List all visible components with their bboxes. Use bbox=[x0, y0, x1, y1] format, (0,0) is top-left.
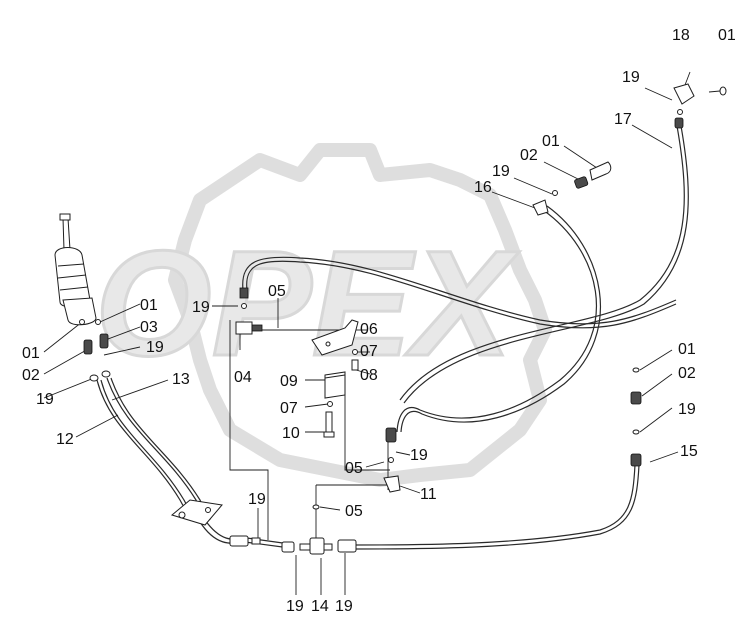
callout-19-mid: 19 bbox=[410, 447, 428, 464]
callout-19-bottom-left: 19 bbox=[248, 491, 266, 508]
callout-01-top: 01 bbox=[718, 27, 736, 44]
bolt-08 bbox=[351, 349, 359, 371]
hose-upper-loop bbox=[242, 256, 677, 329]
leaders bbox=[43, 71, 721, 595]
callout-01-far-left: 01 bbox=[22, 345, 40, 362]
callout-01-left: 01 bbox=[140, 297, 158, 314]
callout-19-upper: 19 bbox=[492, 163, 510, 180]
callout-labels: 18 01 19 17 01 02 19 16 05 19 01 03 19 0… bbox=[22, 27, 736, 615]
fitting-02-upper bbox=[552, 161, 612, 196]
callout-12: 12 bbox=[56, 431, 74, 448]
callout-03: 03 bbox=[140, 319, 158, 336]
callout-01-right: 01 bbox=[678, 341, 696, 358]
hose-15 bbox=[353, 464, 640, 550]
callout-16: 16 bbox=[474, 179, 492, 196]
callout-05-mid: 05 bbox=[345, 460, 363, 477]
callout-11: 11 bbox=[420, 486, 437, 503]
callout-02-far-left: 02 bbox=[22, 367, 40, 384]
callout-02-upper: 02 bbox=[520, 147, 538, 164]
callout-17: 17 bbox=[614, 111, 632, 128]
box-09 bbox=[324, 371, 346, 399]
callout-09: 09 bbox=[280, 373, 298, 390]
callout-07-lower: 07 bbox=[280, 400, 298, 417]
callout-05-lower: 05 bbox=[345, 503, 363, 520]
hose-17 bbox=[399, 125, 689, 404]
fitting-18 bbox=[673, 83, 727, 129]
left-fittings bbox=[79, 319, 111, 382]
callout-01-upper: 01 bbox=[542, 133, 560, 150]
valve-04 bbox=[235, 287, 263, 335]
callout-04: 04 bbox=[234, 369, 252, 386]
bracket-06 bbox=[311, 319, 359, 356]
callout-07-upper: 07 bbox=[360, 343, 378, 360]
fitting-11 bbox=[383, 427, 401, 493]
callout-02-right: 02 bbox=[678, 365, 696, 382]
watermark-gear bbox=[168, 143, 552, 487]
callout-18: 18 bbox=[672, 27, 690, 44]
hose-16 bbox=[396, 205, 602, 433]
callout-06: 06 bbox=[360, 321, 378, 338]
fitting-05 bbox=[312, 504, 320, 510]
callout-19-right: 19 bbox=[678, 401, 696, 418]
callout-13: 13 bbox=[172, 371, 190, 388]
fitting-15 bbox=[630, 367, 642, 467]
bolt-10 bbox=[323, 401, 335, 438]
callout-05-top: 05 bbox=[268, 283, 286, 300]
callout-14: 14 bbox=[311, 598, 329, 615]
fitting-16 bbox=[532, 199, 549, 216]
hose-bracket bbox=[170, 499, 223, 526]
fitting-14 bbox=[229, 535, 357, 555]
callout-10: 10 bbox=[282, 425, 300, 442]
callout-08: 08 bbox=[360, 367, 378, 384]
callout-19-far-left: 19 bbox=[36, 391, 54, 408]
callout-19-valve: 19 bbox=[192, 299, 210, 316]
callout-15: 15 bbox=[680, 443, 698, 460]
hoses bbox=[96, 125, 689, 550]
watermark: OPEX bbox=[94, 143, 552, 487]
callout-19-bottom-b: 19 bbox=[335, 598, 353, 615]
callout-19-bottom-a: 19 bbox=[286, 598, 304, 615]
components bbox=[54, 83, 727, 555]
watermark-text: OPEX bbox=[95, 219, 520, 387]
callout-19-top: 19 bbox=[622, 69, 640, 86]
callout-19-left-a: 19 bbox=[146, 339, 164, 356]
joystick-assembly bbox=[54, 213, 97, 326]
